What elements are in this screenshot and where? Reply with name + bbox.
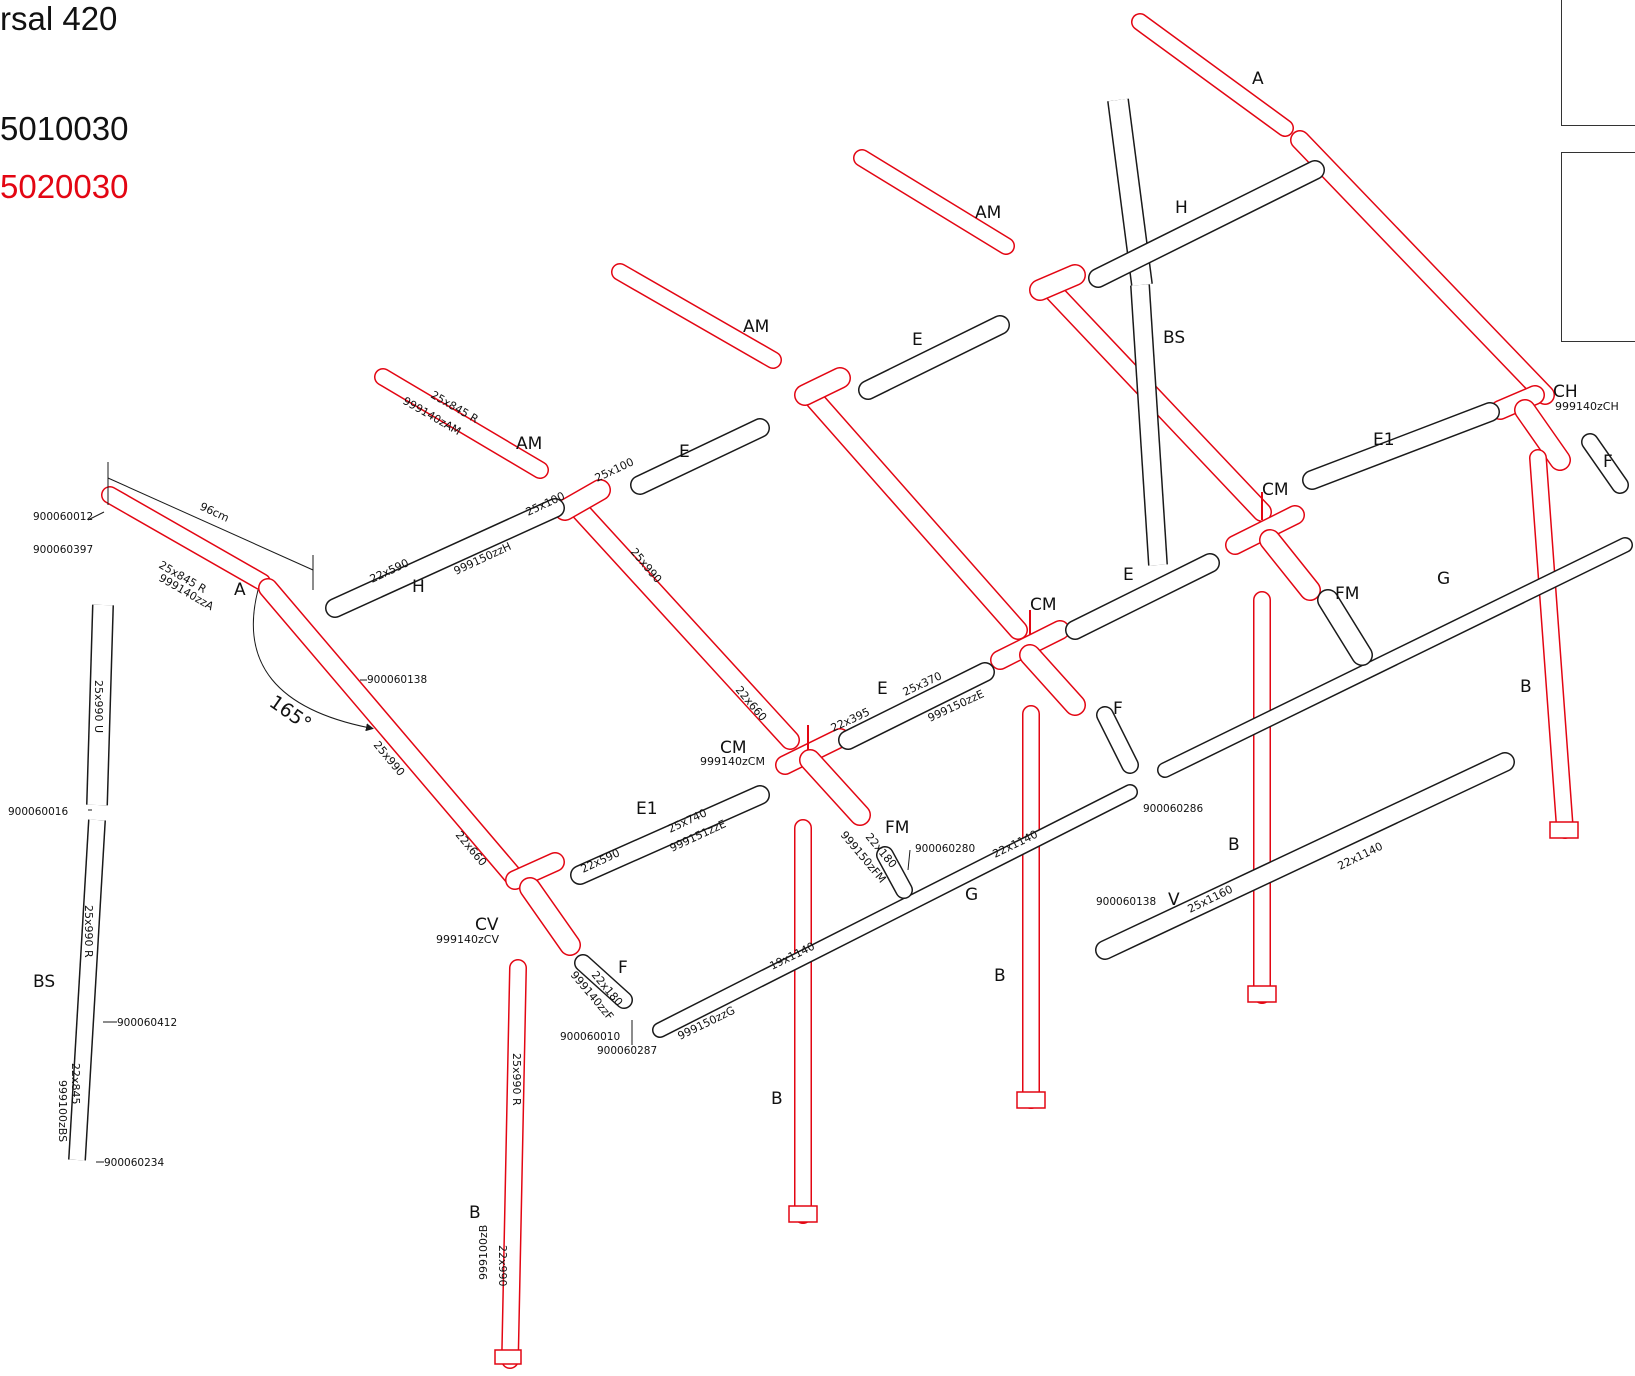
label-E-3: E — [1123, 565, 1134, 585]
label-A-left: A — [234, 580, 246, 600]
pole-A-right — [1131, 13, 1294, 137]
connector-CM-3 — [1225, 505, 1321, 601]
label-G-left: G — [965, 885, 978, 905]
label-B-1: B — [469, 1203, 481, 1223]
leg-B-2 — [788, 819, 818, 1224]
pole-F-left — [574, 954, 633, 1009]
label-CV: CV — [475, 915, 499, 935]
label-B-5: B — [1520, 677, 1532, 697]
label-G-right: G — [1437, 569, 1450, 589]
pole-AM-3 — [853, 149, 1015, 255]
ref-900060016: 900060016 — [8, 806, 68, 818]
leg-B-1 — [494, 959, 527, 1369]
ref-900060397: 900060397 — [33, 544, 93, 556]
dim-25x990R-a: 25x990 R — [82, 905, 95, 958]
connector-CV — [505, 852, 581, 956]
dim-22x845: 22x845 — [69, 1063, 82, 1105]
pole-A-left-lower — [258, 578, 525, 888]
header-article-number: 5010030 — [0, 110, 129, 147]
dim-25x990R-b: 25x990 R — [510, 1053, 523, 1106]
pole-AM-2 — [611, 263, 782, 369]
dim-25x990U: 25x990 U — [92, 680, 105, 733]
ref-900060412: 900060412 — [117, 1017, 177, 1029]
connector-CH — [1490, 385, 1571, 471]
header-model-name: rsal 420 — [0, 0, 118, 37]
label-E1-right: E1 — [1373, 430, 1395, 450]
label-E-1: E — [912, 330, 923, 350]
pole-AM-1-lower — [565, 495, 800, 750]
label-B-3: B — [994, 966, 1006, 986]
pole-AM-1 — [374, 368, 549, 479]
dim-22x990: 22x990 — [496, 1245, 509, 1287]
leg-B-3 — [1016, 705, 1046, 1109]
angle-arc — [252, 589, 374, 732]
label-E1-left: E1 — [636, 799, 658, 819]
leg-B-5 — [1529, 449, 1579, 839]
code-999140zCV: 999140zCV — [436, 933, 499, 946]
label-FM-left: FM — [885, 818, 909, 838]
label-AM-3: AM — [975, 203, 1001, 223]
label-F-left: F — [618, 958, 628, 978]
letter-labels: A A AM AM AM H H BS BS E E E E E1 E1 CM … — [33, 69, 1613, 1223]
ref-900060012: 900060012 — [33, 511, 93, 523]
ref-900060138-a: 900060138 — [367, 674, 427, 686]
black-poles — [68, 98, 1633, 1161]
label-E-2: E — [679, 442, 690, 462]
ref-900060286: 900060286 — [1143, 803, 1203, 815]
label-AM-1: AM — [516, 434, 542, 454]
label-H-right: H — [1175, 198, 1188, 218]
ref-900060138-b: 900060138 — [1096, 896, 1156, 908]
code-999140zCM: 999140zCM — [700, 755, 765, 768]
leg-B-4 — [1247, 591, 1277, 1004]
label-CM-2: CM — [1030, 595, 1057, 615]
code-999100zB: 999100zB — [477, 1225, 490, 1280]
connector-tee-3 — [1029, 264, 1086, 301]
connector-tee-1 — [554, 479, 611, 521]
label-BS-right: BS — [1163, 328, 1185, 348]
pole-A-left — [101, 486, 271, 591]
dim-25x100-a: 25x100 — [593, 455, 636, 484]
side-panel-box-2 — [1561, 152, 1635, 342]
header-article-number-red: 5020030 — [0, 168, 129, 205]
dimension-labels: 25x845 R 25x845 R 25x100 25x100 22x590 2… — [69, 388, 1385, 1286]
label-AM-2: AM — [743, 317, 769, 337]
label-F-mid: F — [1113, 699, 1123, 719]
reference-numbers: 900060012 900060397 900060016 900060412 … — [8, 511, 1203, 1169]
label-F-right: F — [1603, 452, 1613, 472]
label-B-2: B — [771, 1089, 783, 1109]
connector-tee-2 — [794, 367, 851, 406]
connector-CM-2 — [990, 620, 1086, 716]
pole-A-right-lower — [1290, 130, 1555, 405]
part-codes: 999140zAM 999140zzA 999150zzH 999140zCM … — [56, 394, 1619, 1280]
label-CM-1: CM — [720, 738, 747, 758]
label-CM-3: CM — [1262, 480, 1289, 500]
label-H-left: H — [412, 577, 425, 597]
angle-label: 165° — [265, 691, 315, 735]
label-V: V — [1168, 890, 1180, 910]
code-999100zBS: 999100zBS — [56, 1080, 69, 1142]
label-CH: CH — [1553, 382, 1578, 402]
ref-900060287: 900060287 — [597, 1045, 657, 1057]
side-panel-box-1 — [1561, 0, 1635, 126]
ref-900060280: 900060280 — [915, 843, 975, 855]
ref-900060010: 900060010 — [560, 1031, 620, 1043]
label-BS-left: BS — [33, 972, 55, 992]
ref-900060234: 900060234 — [104, 1157, 164, 1169]
red-poles — [101, 13, 1579, 1369]
label-A-right: A — [1252, 69, 1264, 89]
pole-AM-2-lower — [805, 390, 1028, 640]
connector-CM-1 — [775, 728, 871, 826]
label-FM-right: FM — [1335, 584, 1359, 604]
code-999140zCH: 999140zCH — [1555, 400, 1619, 413]
dimension-96cm — [107, 462, 314, 590]
label-E-4: E — [877, 679, 888, 699]
label-B-4: B — [1228, 835, 1240, 855]
